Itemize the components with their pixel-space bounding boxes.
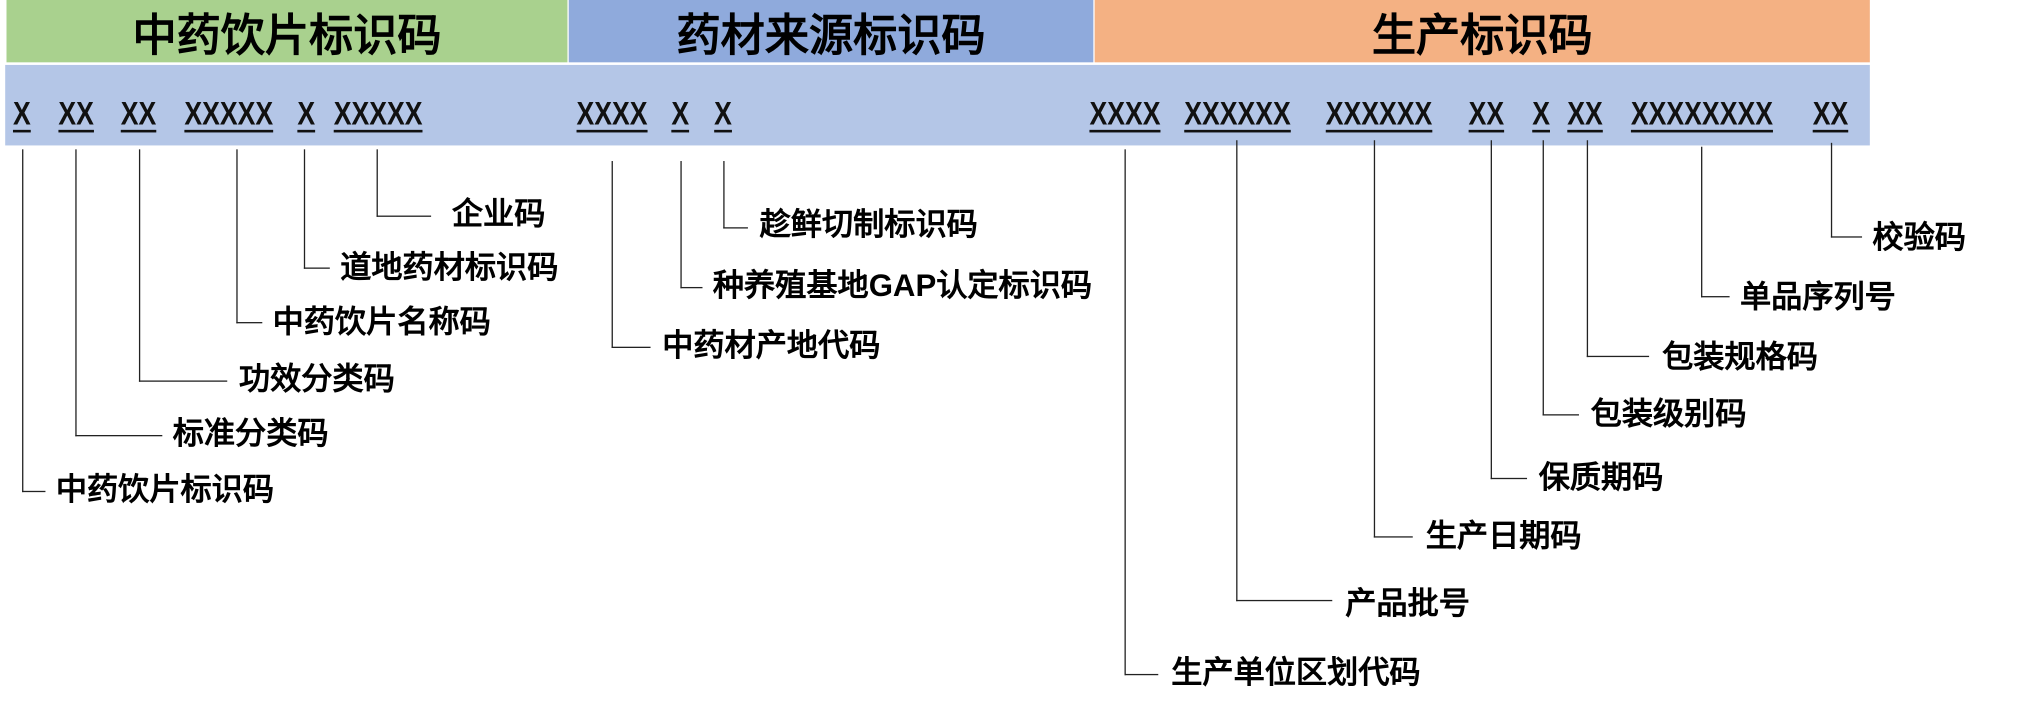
code-segment: XX: [1812, 96, 1849, 133]
code-segment: XXXX: [1089, 96, 1161, 133]
connector-tick: [376, 215, 432, 218]
connector-line: [22, 149, 24, 493]
label-package-spec: 包装规格码: [1662, 340, 1818, 376]
label-fresh-cut: 趁鲜切制标识码: [759, 207, 978, 243]
label-batch-number: 产品批号: [1345, 586, 1470, 622]
connector-tick: [303, 267, 330, 270]
connector-tick: [1701, 296, 1730, 298]
connector-line: [680, 161, 683, 289]
code-segment: X: [12, 96, 31, 133]
label-producer-region: 生产单位区划代码: [1171, 655, 1421, 691]
connector-line: [723, 161, 725, 229]
connector-line: [1490, 140, 1493, 480]
label-efficacy-category: 功效分类码: [238, 362, 395, 398]
label-serial-number: 单品序列号: [1739, 280, 1896, 316]
connector-tick: [138, 380, 228, 383]
connector-line: [1586, 140, 1589, 358]
code-segment: XXXXX: [184, 96, 274, 133]
connector-tick: [1586, 355, 1650, 358]
connector-line: [611, 161, 614, 348]
header-production: 生产标识码: [1094, 0, 1870, 63]
label-package-level: 包装级别码: [1590, 397, 1747, 433]
header-herbal-piece: 中药饮片标识码: [6, 0, 568, 63]
label-check-digit: 校验码: [1872, 220, 1966, 256]
connector-tick: [1236, 599, 1333, 602]
connector-line: [1830, 142, 1833, 238]
label-shelf-life: 保质期码: [1538, 460, 1664, 497]
header-material-source: 药材来源标识码: [568, 0, 1094, 63]
connector-line: [303, 149, 306, 269]
connector-tick: [1490, 477, 1528, 480]
code-segment: XXXXXX: [1325, 96, 1433, 133]
code-segment: XX: [120, 96, 157, 133]
label-gap-base: 种养殖基地GAP认定标识码: [712, 268, 1093, 304]
code-segment: XX: [1468, 96, 1505, 133]
code-segment: X: [671, 96, 690, 133]
connector-tick: [1830, 236, 1863, 239]
label-enterprise: 企业码: [451, 197, 546, 233]
label-genuine-material: 道地药材标识码: [340, 250, 559, 286]
connector-line: [1701, 146, 1703, 298]
connector-tick: [75, 434, 163, 437]
code-segment: XXXXXX: [1184, 96, 1291, 133]
label-origin-code: 中药材产地代码: [662, 328, 881, 364]
connector-line: [1236, 140, 1238, 602]
code-segment: XXXXXXXX: [1630, 96, 1773, 133]
connector-tick: [1124, 673, 1159, 676]
label-piece-name: 中药饮片名称码: [272, 305, 491, 341]
connector-line: [1542, 140, 1545, 416]
code-segment: X: [714, 96, 732, 133]
connector-tick: [22, 490, 46, 493]
code-segment: XX: [58, 96, 94, 133]
label-production-date: 生产日期码: [1425, 519, 1582, 555]
connector-line: [1124, 149, 1127, 676]
code-segment: XX: [1567, 96, 1603, 133]
connector-line: [1373, 140, 1376, 538]
code-row: [5, 64, 1870, 146]
label-standard-category: 标准分类码: [172, 416, 329, 452]
code-segment: XXXXX: [333, 96, 423, 133]
connector-tick: [1373, 536, 1413, 538]
connector-tick: [680, 286, 703, 289]
connector-line: [75, 149, 77, 437]
connector-line: [236, 149, 239, 324]
connector-tick: [611, 346, 651, 349]
code-segment: XXXX: [576, 96, 648, 133]
connector-tick: [723, 227, 748, 229]
connector-line: [138, 149, 141, 382]
code-segment: X: [1532, 96, 1550, 133]
connector-tick: [236, 322, 263, 324]
connector-line: [376, 149, 379, 217]
label-herbal-piece-id: 中药饮片标识码: [55, 472, 274, 508]
code-segment: X: [297, 96, 316, 133]
connector-tick: [1542, 414, 1579, 416]
